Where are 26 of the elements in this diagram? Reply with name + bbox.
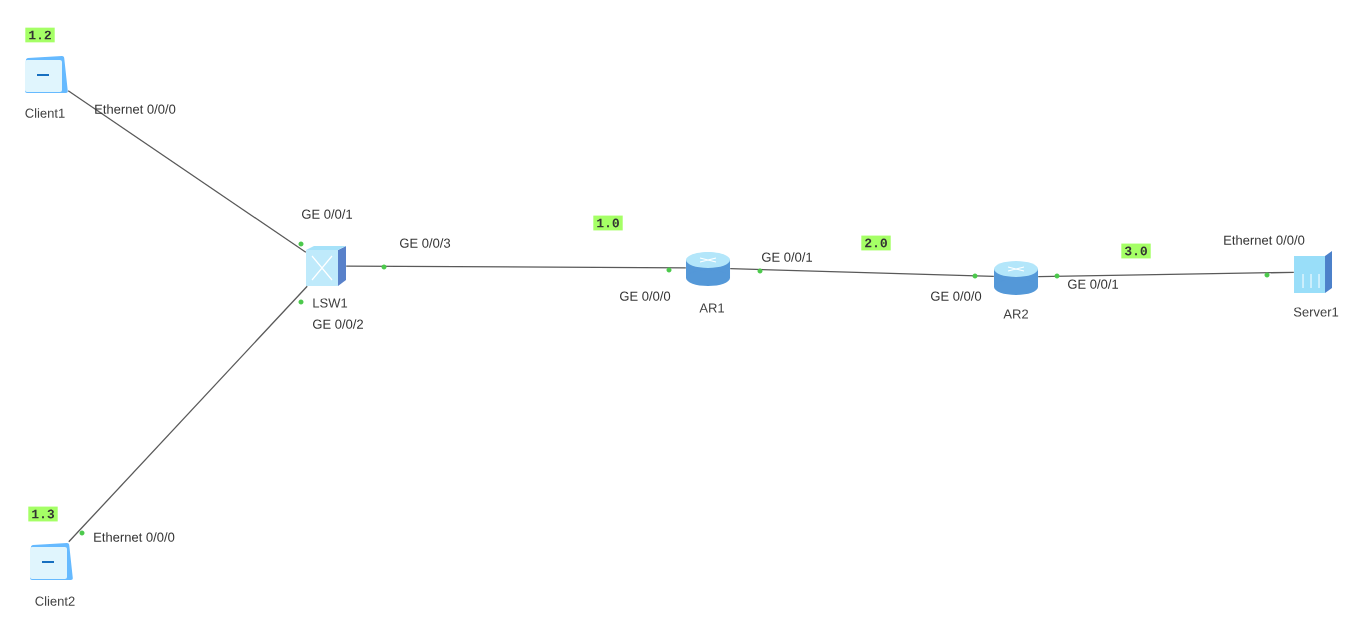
address-tag: 1.0	[593, 215, 623, 231]
port-label: GE 0/0/1	[302, 209, 352, 219]
address-tag: 2.0	[861, 235, 891, 251]
device-name: LSW1	[313, 298, 348, 308]
address-tag: 3.0	[1121, 243, 1151, 259]
port-label: GE 0/0/0	[931, 291, 982, 301]
port-label: Ethernet 0/0/0	[95, 104, 176, 114]
port-label: GE 0/0/0	[620, 291, 671, 301]
port-label: GE 0/0/3	[400, 238, 451, 248]
port-label: GE 0/0/1	[1068, 279, 1119, 289]
port-label: GE 0/0/2	[313, 319, 363, 329]
address-tag: 1.3	[28, 506, 58, 522]
cable	[729, 268, 995, 277]
device-name: Client1	[25, 108, 65, 118]
address-tag: 1.2	[25, 27, 55, 43]
port-label: Ethernet 0/0/0	[94, 532, 175, 542]
port-label: Ethernet 0/0/0	[1224, 235, 1305, 245]
cable	[345, 265, 687, 269]
device-name: Server1	[1293, 307, 1339, 317]
device-name: AR1	[699, 303, 725, 313]
device-name: AR2	[1003, 309, 1028, 319]
cable	[68, 285, 308, 543]
port-label: GE 0/0/1	[762, 252, 813, 262]
cable	[1037, 271, 1295, 278]
cable	[67, 90, 307, 253]
device-name: Client2	[35, 596, 75, 606]
